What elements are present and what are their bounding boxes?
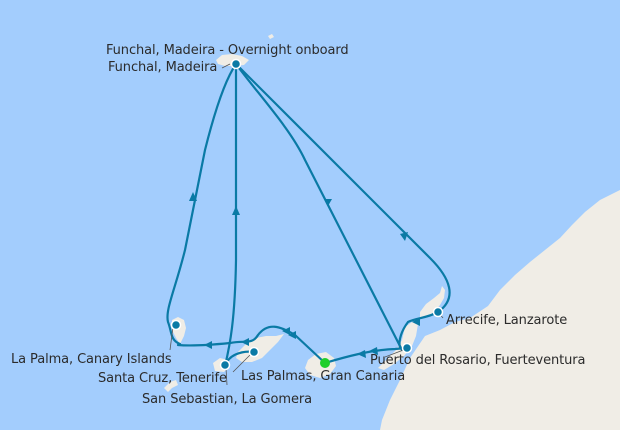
port-label-puerto-del-rosario: Puerto del Rosario, Fuerteventura [370,353,586,368]
porto-santo-island [268,34,274,39]
port-marker-la-gomera[interactable] [219,359,231,371]
port-label-funchal-overnight: Funchal, Madeira - Overnight onboard [106,43,349,58]
el-hierro-island [164,380,178,392]
route-arrow-icon [241,338,249,346]
route-arrow-icon [357,350,366,358]
route-arrow-icon [282,327,290,335]
port-label-las-palmas: Las Palmas, Gran Canaria [241,369,406,384]
route-segment [398,310,440,350]
route-segment [166,62,238,346]
route-arrow-icon [400,232,408,241]
leader-line [232,351,254,373]
lanzarote-island [420,286,445,318]
fuerteventura-island [378,322,418,370]
port-marker-arrecife[interactable] [432,306,444,318]
port-marker-funchal[interactable] [230,58,242,70]
tenerife-island [236,334,284,362]
route-arrow-icon [324,199,332,206]
port-marker-la-palma[interactable] [170,319,182,331]
leader-line [225,367,228,386]
route-segment [176,325,327,365]
route-arrow-icon [232,206,240,215]
route-arrow-icon [189,192,197,201]
route-segment [234,62,451,314]
leader-line [169,326,174,351]
route-arrow-icon [369,347,378,355]
route-arrow-icon [204,341,212,349]
route-segment [223,62,238,368]
port-label-la-palma: La Palma, Canary Islands [11,352,172,367]
port-label-arrecife: Arrecife, Lanzarote [446,313,568,328]
route-arrow-icon [288,331,296,339]
leader-line [221,63,231,69]
port-label-san-sebastian: San Sebastian, La Gomera [142,392,312,407]
african-coast [380,190,620,430]
route-segment [234,62,404,352]
port-marker-puerto-del-rosario[interactable] [401,342,413,354]
port-marker-tenerife[interactable] [248,346,260,358]
route-arrow-icon [412,318,420,326]
port-marker-las-palmas-start[interactable] [320,358,330,368]
port-label-funchal: Funchal, Madeira [108,60,218,75]
port-label-santa-cruz: Santa Cruz, Tenerife [98,371,227,386]
